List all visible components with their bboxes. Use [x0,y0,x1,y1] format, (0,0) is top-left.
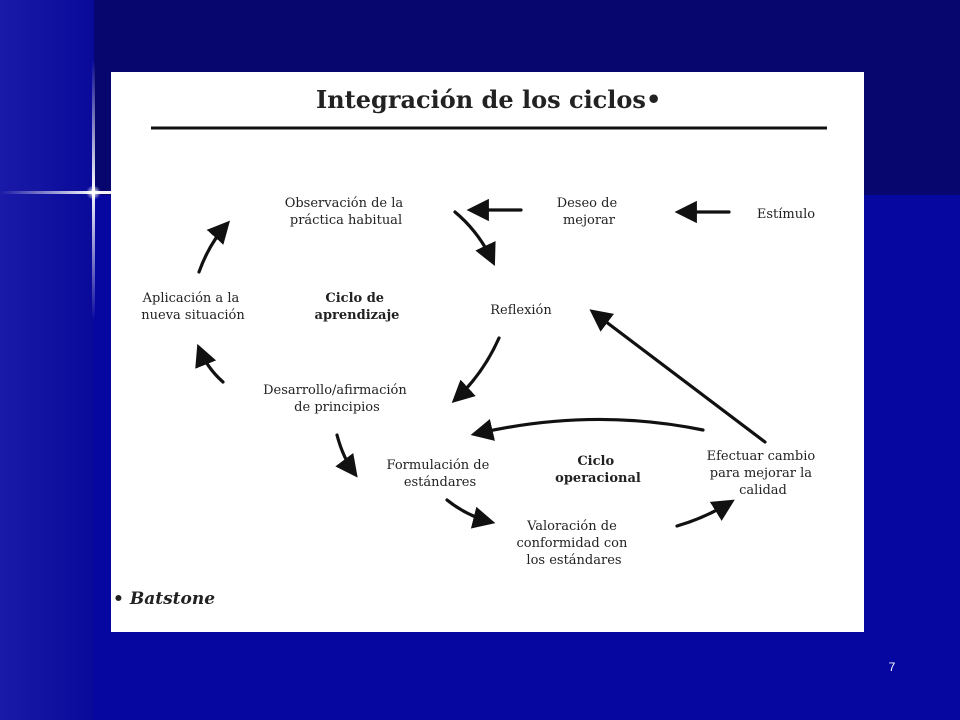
arrow-aplicacion-to-observacion [197,220,230,274]
node-observacion-line-1: Observación de la [285,196,404,211]
node-reflexion-line-1: Reflexión [490,303,552,318]
node-valoracion: Valoración de conformidad con los estánd… [517,519,632,568]
arrow-valoracion-to-efectuar [675,499,735,528]
left-band [0,0,94,720]
node-aplicacion-line-2: nueva situación [141,308,245,323]
source-citation: •Batstone [113,589,215,609]
diagram-panel: Integración de los ciclos• Observación d… [111,72,864,632]
diagram-title: Integración de los ciclos [316,85,646,114]
label-ciclo-aprendizaje-line-1: Ciclo de [325,291,384,306]
label-ciclo-operacional-line-1: Ciclo [577,454,614,469]
node-deseo-line-2: mejorar [563,213,616,228]
label-ciclo-aprendizaje: Ciclo de aprendizaje [315,291,400,323]
node-formulacion-line-2: estándares [404,475,476,490]
node-aplicacion-line-1: Aplicación a la [142,291,240,306]
arrow-reflexion-to-desarrollo [451,336,501,404]
arrow-efectuar-to-formulacion [470,417,705,441]
node-valoracion-line-1: Valoración de [526,519,617,534]
node-desarrollo: Desarrollo/afirmación de principios [263,383,411,415]
arrow-desarrollo-to-aplicacion [195,343,225,384]
node-efectuar: Efectuar cambio para mejorar la calidad [707,449,820,498]
node-efectuar-line-1: Efectuar cambio [707,449,816,464]
node-observacion: Observación de la práctica habitual [285,196,408,228]
label-ciclo-operacional-line-2: operacional [555,471,641,486]
node-aplicacion: Aplicación a la nueva situación [141,291,245,323]
cycle-diagram: Integración de los ciclos• Observación d… [113,85,827,609]
node-valoracion-line-2: conformidad con [517,536,628,551]
node-observacion-line-2: práctica habitual [290,213,402,228]
node-valoracion-line-3: los estándares [526,553,621,568]
node-desarrollo-line-1: Desarrollo/afirmación [263,383,407,398]
slide-number: 7 [888,660,896,674]
light-flare-core [86,185,101,200]
node-estimulo-line-1: Estímulo [757,207,815,222]
node-efectuar-line-2: para mejorar la [710,466,813,481]
arrow-efectuar-to-reflexion [589,309,767,444]
label-ciclo-aprendizaje-line-2: aprendizaje [315,308,400,323]
label-ciclo-operacional: Ciclo operacional [555,454,641,486]
node-formulacion: Formulación de estándares [387,458,494,490]
svg-text:Integración de los ciclos•: Integración de los ciclos• [316,85,661,114]
node-reflexion: Reflexión [490,303,552,318]
node-efectuar-line-3: calidad [739,483,787,498]
arrow-desarrollo-to-formulacion [335,433,358,478]
node-formulacion-line-1: Formulación de [387,458,490,473]
source-name: Batstone [129,589,215,609]
node-deseo: Deseo de mejorar [557,196,622,228]
title-mark: • [646,85,661,114]
source-mark: • [113,589,124,609]
node-desarrollo-line-2: de principios [294,400,380,415]
node-deseo-line-1: Deseo de [557,196,618,211]
arrow-observacion-to-reflexion [453,210,496,267]
arrow-formulacion-to-valoracion [445,498,496,529]
node-estimulo: Estímulo [757,207,815,222]
